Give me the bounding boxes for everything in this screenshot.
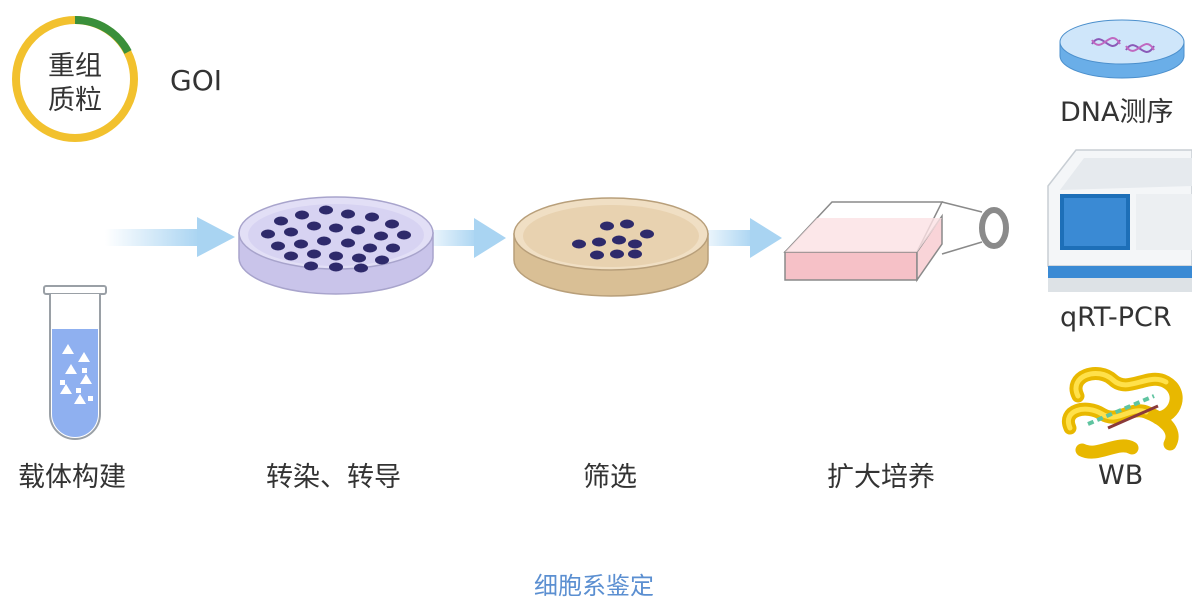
- protein-structure-icon: [1062, 367, 1183, 459]
- plasmid-label-line2: 质粒: [48, 85, 102, 116]
- step-label-selection: 筛选: [583, 462, 637, 493]
- petri-dish-selection-icon: [513, 197, 709, 297]
- qrt-pcr-machine-icon: [1047, 149, 1192, 292]
- goi-label: GOI: [170, 64, 222, 97]
- arrow-right-icon: [706, 218, 782, 258]
- plasmid-label: 重组 质粒: [25, 50, 125, 118]
- identification-label-qrt-pcr: qRT-PCR: [1060, 302, 1172, 333]
- test-tube-icon: [43, 285, 107, 440]
- petri-dish-transfection-icon: [238, 196, 434, 295]
- identification-label-dna-sequencing: DNA测序: [1060, 97, 1174, 128]
- step-label-transfection: 转染、转导: [266, 462, 401, 493]
- step-label-vector-construction: 载体构建: [18, 462, 126, 493]
- culture-flask-icon: [783, 201, 1009, 283]
- arrow-right-icon: [430, 218, 506, 258]
- dna-sequencing-icon: [1059, 19, 1185, 79]
- section-caption: 细胞系鉴定: [534, 572, 654, 600]
- identification-label-wb: WB: [1098, 460, 1144, 491]
- step-label-expansion: 扩大培养: [827, 462, 935, 493]
- arrow-right-icon: [105, 217, 235, 257]
- plasmid-label-line1: 重组: [48, 51, 102, 82]
- recombinant-plasmid-icon: [12, 15, 138, 142]
